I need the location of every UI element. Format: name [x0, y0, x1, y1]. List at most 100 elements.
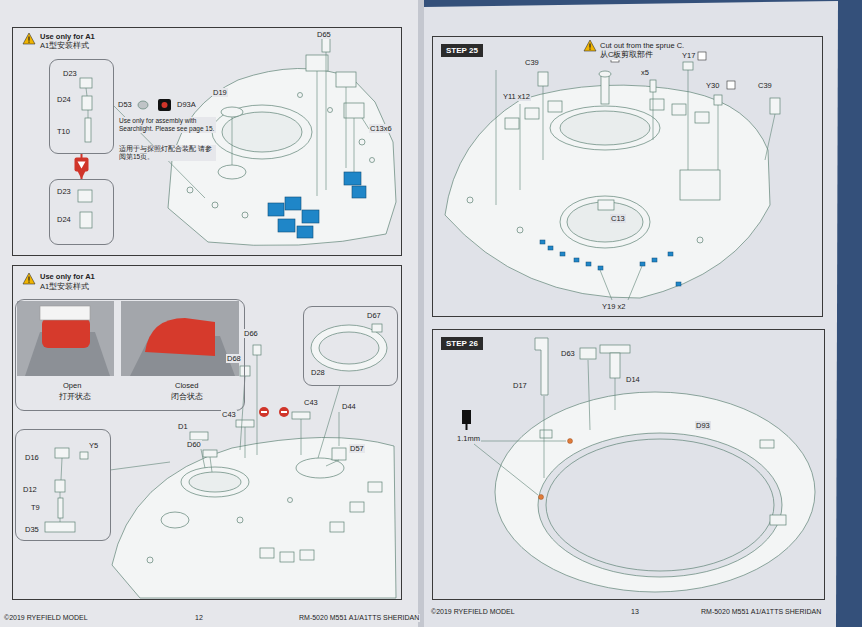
blue-highlight: [598, 266, 603, 270]
callout-label: D17: [512, 381, 528, 390]
turret-drawing: [680, 170, 720, 200]
callout-label: C43: [221, 410, 237, 419]
warning-icon: [584, 40, 596, 51]
callout-label: D1: [177, 422, 189, 431]
step-number: STEP 25: [441, 44, 483, 57]
turret-drawing: [253, 345, 261, 355]
ring-drawing: [580, 348, 596, 359]
turret-drawing: [650, 99, 664, 110]
turret-drawing: [598, 200, 614, 210]
page-footer: 13: [630, 608, 640, 616]
turret-drawing: [85, 118, 91, 142]
callout-label: D65: [316, 30, 332, 39]
leader-line: [496, 70, 497, 205]
leader-line: [86, 88, 87, 96]
turret-drawing: [372, 324, 382, 332]
check-icon: [727, 81, 735, 89]
inset-box: Open打开状态Closed闭合状态: [15, 299, 245, 411]
leader-line: [765, 114, 775, 160]
callout-label: D93: [695, 421, 711, 430]
blue-highlight: [586, 262, 591, 266]
turret-drawing: [445, 85, 770, 298]
leader-line: [688, 70, 689, 170]
page-footer: RM-5020 M551 A1/A1TTS SHERIDAN: [700, 608, 822, 616]
ring-drawing: [610, 353, 620, 378]
blue-highlight: [297, 226, 313, 238]
callout-label: D53: [117, 100, 133, 109]
blue-highlight: [540, 240, 545, 244]
searchlight-icon: [158, 99, 171, 111]
panel-note: Use only for A1: [39, 33, 96, 42]
leader-line: [110, 462, 170, 470]
page-footer: ©2019 RYEFIELD MODEL: [3, 614, 89, 622]
callout-label: C39: [524, 58, 540, 67]
turret-drawing: [538, 72, 548, 86]
turret-drawing: [45, 324, 396, 598]
turret-drawing: [319, 332, 379, 364]
leader-line: [354, 118, 355, 172]
callout-label: D60: [186, 440, 202, 449]
turret-drawing: [222, 112, 302, 152]
turret-drawing: [445, 62, 780, 298]
step-panel: D23D24T10D23D24Use only for A1A1型安装样式: [12, 27, 402, 256]
turret-drawing: [322, 38, 330, 52]
part-number: 闭合状态: [170, 393, 204, 402]
turret-drawing: [695, 112, 709, 123]
leader-line: [232, 117, 233, 165]
drill-hole: [568, 439, 573, 444]
part-number: D28: [310, 369, 326, 378]
part-number: D12: [22, 486, 38, 495]
turret-drawing: [601, 74, 609, 104]
part-number: Y5: [88, 442, 99, 451]
assembly-note: Use only for assembly with Searchlight. …: [118, 117, 216, 133]
part-number: Closed: [174, 382, 199, 391]
blue-highlight: [574, 258, 579, 262]
drill-icon: [466, 424, 468, 430]
callout-label: D19: [212, 88, 228, 97]
turret-drawing: [368, 482, 382, 492]
panel-note: 从C板剪取部件: [599, 51, 654, 60]
drill-icon: [462, 410, 471, 424]
turret-drawing: [80, 78, 92, 88]
leader-line: [318, 385, 340, 458]
step-panel: Open打开状态Closed闭合状态D16Y5D12T9D35D67D28Use…: [12, 265, 402, 600]
blue-highlight: [676, 282, 681, 286]
turret-drawing: [45, 522, 75, 532]
turret-drawing: [190, 432, 208, 440]
step-panel: STEP 25Cut out from the sprue C.从C板剪取部件: [432, 36, 823, 317]
turret-drawing: [697, 237, 703, 243]
leader-line: [628, 266, 642, 300]
blue-highlight: [268, 203, 284, 216]
warning-mark: [28, 277, 29, 281]
turret-drawing: [288, 498, 293, 503]
blue-highlight: [652, 258, 657, 262]
ring-drawing: [600, 345, 630, 353]
callout-label: D66: [243, 329, 259, 338]
open-photo: [17, 301, 114, 376]
blue-highlight: [302, 210, 319, 223]
warning-mark: [28, 37, 29, 41]
turret-drawing: [336, 72, 356, 87]
leader-line: [520, 104, 521, 190]
no-glue-badge: [279, 407, 289, 417]
turret-drawing: [242, 212, 248, 218]
leader-line: [718, 105, 719, 170]
leader-line: [362, 118, 369, 129]
page-footer: RM-5020 M551 A1/A1TTS SHERIDAN: [298, 614, 420, 622]
ring-drawing: [546, 439, 774, 571]
turret-drawing: [138, 101, 148, 109]
no-glue-badge: [259, 407, 269, 417]
turret-drawing: [548, 101, 562, 112]
blue-highlight: [540, 240, 681, 286]
callout-label: 1.1mm: [456, 434, 481, 443]
leader-line: [210, 457, 212, 472]
warning-mark: [28, 282, 29, 283]
leader-line: [346, 87, 347, 168]
turret-drawing: [359, 139, 365, 145]
turret-drawing: [280, 552, 294, 562]
part-number: 打开状态: [58, 393, 92, 402]
part-number: D23: [62, 70, 78, 79]
part-number: D24: [56, 96, 72, 105]
